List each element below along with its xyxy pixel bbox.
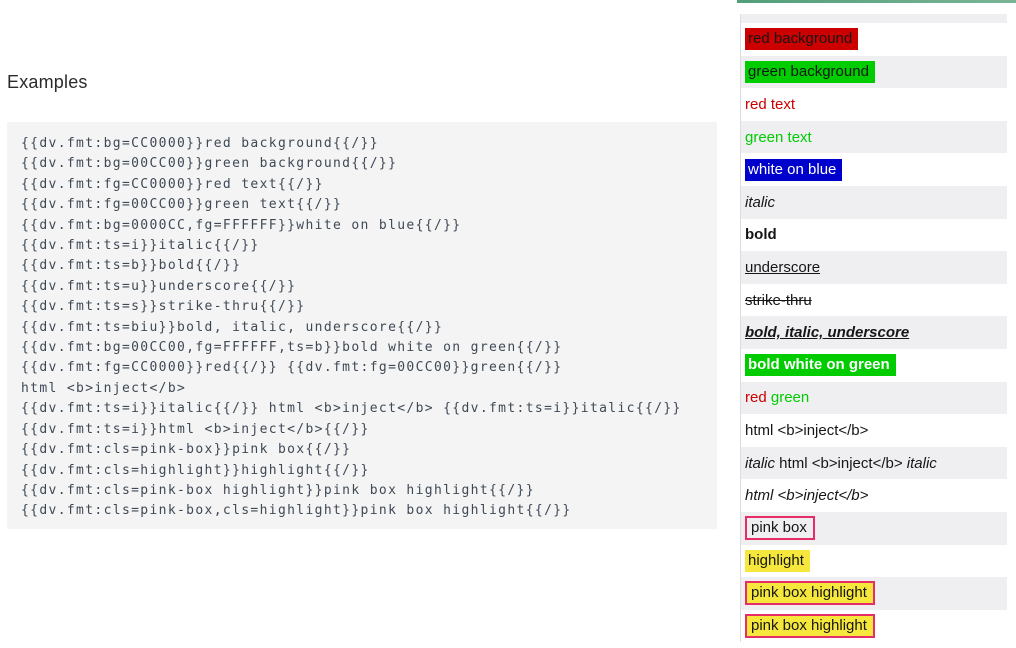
code-line: {{dv.fmt:bg=0000CC,fg=FFFFFF}}white on b… (21, 217, 462, 233)
result-row: highlight (741, 545, 1007, 578)
result-row: strike-thru (741, 284, 1007, 317)
result-text: pink box highlight (745, 581, 875, 606)
code-line: {{dv.fmt:bg=00CC00,fg=FFFFFF,ts=b}}bold … (21, 340, 563, 356)
result-text: italic (745, 454, 776, 472)
result-text: italic (906, 454, 937, 472)
code-line: {{dv.fmt:ts=s}}strike-thru{{/}} (21, 299, 306, 315)
code-line: {{dv.fmt:ts=i}}italic{{/}} (21, 238, 260, 254)
code-line: {{dv.fmt:cls=highlight}}highlight{{/}} (21, 462, 370, 478)
code-line: {{dv.fmt:cls=pink-box highlight}}pink bo… (21, 482, 535, 498)
result-text: bold, italic, underscore (745, 324, 910, 342)
result-row: italic html <b>inject</b> italic (741, 446, 1007, 480)
result-row: pink box highlight (741, 577, 1007, 610)
result-text: html <b>inject</b> (775, 454, 907, 472)
code-line: {{dv.fmt:ts=i}}html <b>inject</b>{{/}} (21, 421, 370, 437)
result-text: bold white on green (745, 354, 896, 377)
result-row: pink box (741, 511, 1007, 545)
code-line: html <b>inject</b> (21, 380, 187, 396)
result-row: red text (741, 88, 1007, 121)
code-line: {{dv.fmt:fg=CC0000}}red{{/}} {{dv.fmt:fg… (21, 360, 563, 376)
examples-heading: Examples (7, 72, 88, 92)
result-row: red background (741, 23, 1007, 56)
result-text: strike-thru (745, 291, 812, 309)
result-row: green background (741, 55, 1007, 89)
result-text: pink box (745, 516, 815, 541)
result-row: html <b>inject</b> (741, 414, 1007, 447)
result-text: green (770, 389, 810, 407)
result-text: html <b>inject</b> (745, 487, 869, 505)
code-line: {{dv.fmt:ts=b}}bold{{/}} (21, 258, 242, 274)
result-text: white on blue (745, 158, 843, 181)
result-row: green text (741, 120, 1007, 154)
top-accent-bar (737, 0, 1016, 3)
results-spacer-row (741, 14, 1007, 23)
result-text: html <b>inject</b> (745, 421, 869, 439)
result-row: bold, italic, underscore (741, 316, 1007, 349)
result-text: italic (745, 193, 776, 211)
result-text: red text (745, 95, 796, 113)
code-line: {{dv.fmt:ts=i}}italic{{/}} html <b>injec… (21, 401, 682, 417)
code-line: {{dv.fmt:ts=u}}underscore{{/}} (21, 278, 297, 294)
code-line: {{dv.fmt:bg=CC0000}}red background{{/}} (21, 136, 379, 151)
code-line: {{dv.fmt:fg=CC0000}}red text{{/}} (21, 176, 324, 192)
code-line: {{dv.fmt:bg=00CC00}}green background{{/}… (21, 156, 398, 172)
result-text: green background (745, 60, 875, 83)
result-row: html <b>inject</b> (741, 479, 1007, 512)
code-line: {{dv.fmt:cls=pink-box,cls=highlight}}pin… (21, 503, 572, 519)
result-row: bold (741, 219, 1007, 252)
result-row: pink box highlight (741, 610, 1007, 643)
results-rows: red background green background red text gr… (741, 23, 1007, 642)
results-panel: red background green background red text gr… (740, 14, 1007, 643)
result-row: italic (741, 185, 1007, 219)
result-text: underscore (745, 258, 821, 276)
result-text: red background (745, 28, 859, 51)
code-block: {{dv.fmt:bg=CC0000}}red background{{/}} {… (7, 122, 717, 529)
result-text: red (745, 389, 767, 407)
result-text: green text (745, 128, 812, 146)
result-row: underscore (741, 251, 1007, 284)
code-line: {{dv.fmt:fg=00CC00}}green text{{/}} (21, 197, 343, 213)
result-text: highlight (745, 549, 810, 572)
code-line: {{dv.fmt:cls=pink-box}}pink box{{/}} (21, 442, 352, 458)
result-text: bold (745, 226, 777, 244)
result-row: bold white on green (741, 349, 1007, 382)
code-line: {{dv.fmt:ts=biu}}bold, italic, underscor… (21, 319, 444, 335)
result-row: red green (741, 381, 1007, 415)
result-row: white on blue (741, 153, 1007, 186)
result-text: pink box highlight (745, 613, 875, 638)
